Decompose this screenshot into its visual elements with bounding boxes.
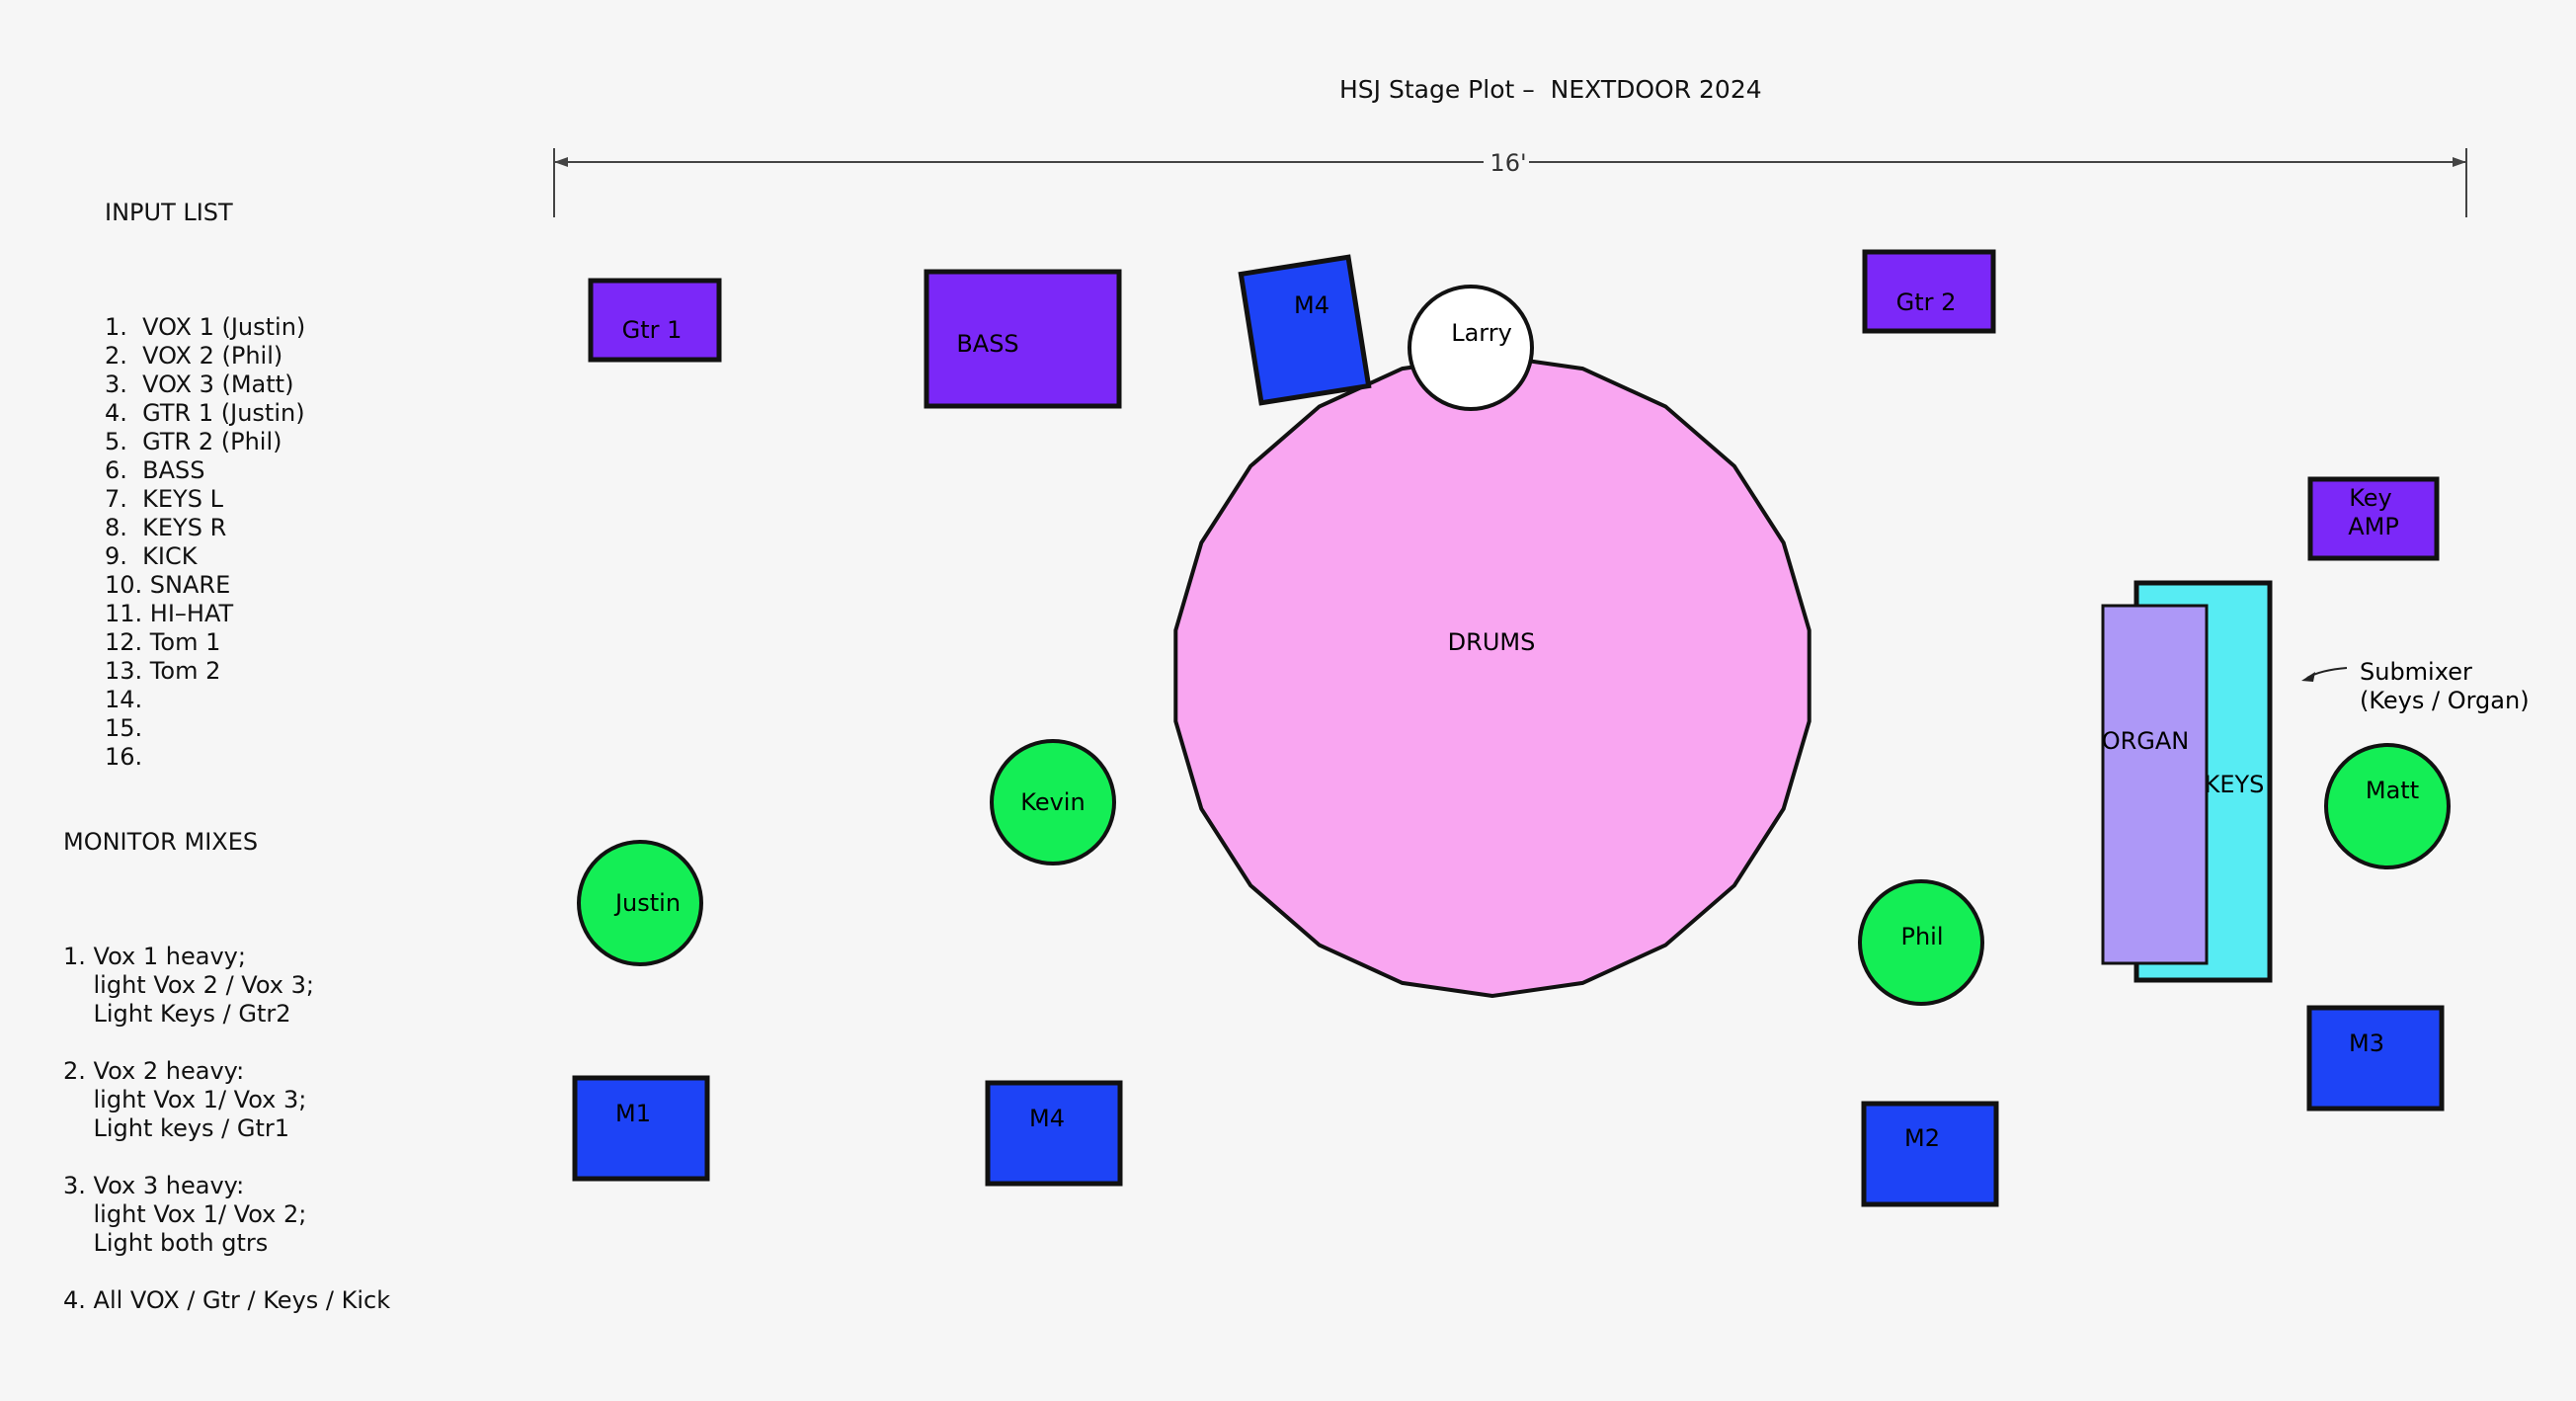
monitor-mix-line: light Vox 1/ Vox 2; [63,1200,307,1228]
musician-phil-label: Phil [1900,923,1943,950]
input-list-item: 12. Tom 1 [105,628,221,656]
monitor-mix: 1. Vox 1 heavy; light Vox 2 / Vox 3; Lig… [63,943,390,1029]
input-list-item: 3. VOX 3 (Matt) [105,371,294,398]
monitor-m4-top [1238,254,1372,406]
input-list-item: 5. GTR 2 (Phil) [105,428,282,455]
monitor-mix-line: light Vox 1/ Vox 3; [63,1086,307,1113]
input-list-heading: INPUT LIST [105,199,233,226]
bass-amp [924,269,1122,409]
key-amp-label-line2: AMP [2348,513,2399,540]
input-list-item: 6. BASS [105,456,205,484]
gtr1-amp [588,278,722,363]
monitor-mix: 2. Vox 2 heavy: light Vox 1/ Vox 3; Ligh… [63,1057,390,1143]
monitor-mix-line: 2. Vox 2 heavy: [63,1057,245,1085]
page-title: HSJ Stage Plot – NEXTDOOR 2024 [1339,75,1762,104]
drums-label: DRUMS [1448,628,1536,656]
submixer-label-line1: Submixer [2360,658,2472,686]
organ-label: ORGAN [2102,727,2190,755]
input-list-item: 7. KEYS L [105,485,223,513]
input-list-item: 10. SNARE [105,571,231,599]
gtr1-amp-label: Gtr 1 [622,316,683,344]
gtr2-amp [1862,249,1996,334]
drum-kit [1173,353,1811,999]
monitor-mix-line: Light both gtrs [63,1229,269,1257]
musician-justin-label: Justin [613,889,681,917]
keys-label: KEYS [2205,771,2265,798]
bass-amp-label: BASS [956,330,1018,358]
input-list-item: 2. VOX 2 (Phil) [105,342,283,370]
stage-plot: HSJ Stage Plot – NEXTDOOR 2024 INPUT LIS… [63,75,2530,1314]
monitor-m2 [1861,1101,1999,1207]
monitor-m4-bottom [985,1080,1123,1187]
input-list-item: 1. VOX 1 (Justin) [105,313,306,341]
musician-larry-label: Larry [1451,319,1512,347]
key-amp-label-line1: Key [2349,484,2392,512]
submixer-label-line2: (Keys / Organ) [2360,687,2530,714]
organ-instrument [2101,604,2209,965]
input-list-items: 1. VOX 1 (Justin)2. VOX 2 (Phil)3. VOX 3… [105,313,305,772]
input-list-item: 9. KICK [105,542,198,570]
dimension-label: 16' [1489,149,1526,177]
input-list-item: 13. Tom 2 [105,657,221,685]
input-list-item: 15. [105,714,143,742]
musician-phil [1858,879,1984,1006]
submixer-arrowhead [2301,672,2315,682]
monitor-mixes-list: 1. Vox 1 heavy; light Vox 2 / Vox 3; Lig… [63,943,390,1315]
gtr2-amp-label: Gtr 2 [1896,288,1957,316]
monitor-mix: 3. Vox 3 heavy: light Vox 1/ Vox 2; Ligh… [63,1172,390,1258]
monitor-mixes-heading: MONITOR MIXES [63,828,259,856]
musician-justin [577,840,703,966]
key-amp [2307,476,2440,561]
musician-matt [2324,743,2451,869]
monitor-m4-top-label: M4 [1294,291,1329,319]
monitor-mix-line: 3. Vox 3 heavy: [63,1172,245,1199]
monitor-m1 [572,1075,710,1182]
musician-matt-label: Matt [2366,777,2419,804]
musician-kevin [990,739,1116,865]
monitor-mix-line: 1. Vox 1 heavy; [63,943,246,970]
input-list-item: 14. [105,686,143,713]
monitor-m3-label: M3 [2349,1030,2384,1057]
stage-diagram: 16' DRUMS Gtr 1 BASS Gtr 2 Key AMP M4 M1… [553,148,2530,1207]
monitor-mix-line: Light Keys / Gtr2 [63,1000,291,1028]
monitor-mixes: MONITOR MIXES 1. Vox 1 heavy; light Vox … [63,771,390,1401]
input-list-item: 4. GTR 1 (Justin) [105,399,305,427]
monitor-mix: 4. All VOX / Gtr / Keys / Kick [63,1286,390,1315]
monitor-m2-label: M2 [1904,1124,1940,1152]
monitor-mix-line: Light keys / Gtr1 [63,1114,290,1142]
musician-kevin-label: Kevin [1020,788,1085,816]
monitor-m3 [2306,1005,2445,1112]
monitor-m1-label: M1 [615,1100,651,1127]
monitor-m4-bottom-label: M4 [1029,1105,1065,1132]
monitor-mix-line: light Vox 2 / Vox 3; [63,971,314,999]
input-list-item: 16. [105,743,143,771]
monitor-mix-line: 4. All VOX / Gtr / Keys / Kick [63,1286,391,1314]
input-list-item: 11. HI–HAT [105,600,234,627]
input-list-item: 8. KEYS R [105,514,227,541]
input-list: INPUT LIST 1. VOX 1 (Justin)2. VOX 2 (Ph… [105,141,305,829]
musician-larry [1408,285,1534,411]
